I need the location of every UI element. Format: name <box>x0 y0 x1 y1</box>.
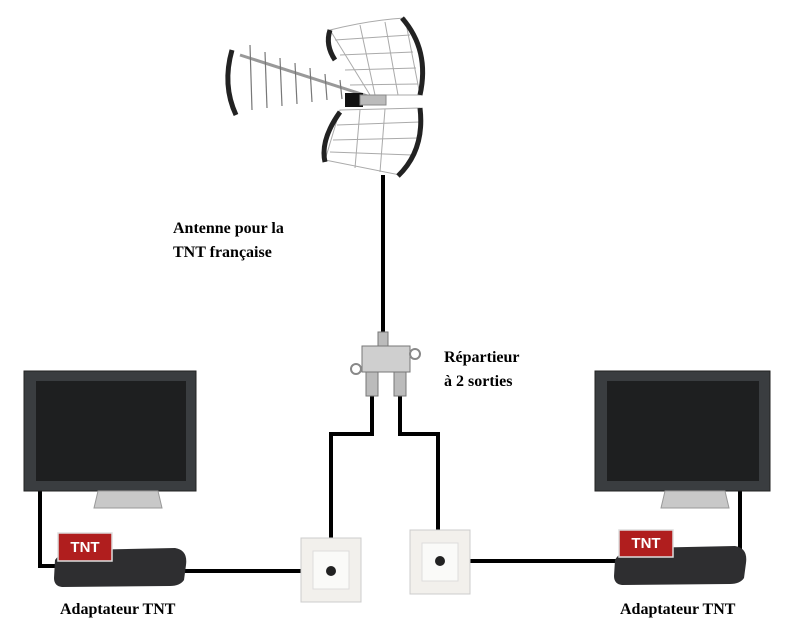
splitter-label-line1: Répartieur <box>444 349 520 366</box>
splitter-icon <box>350 331 421 397</box>
left-adapter-label: Adaptateur TNT <box>60 601 176 618</box>
right-tnt-badge: TNT <box>631 535 660 552</box>
cable-splitter-to-right-plate <box>398 395 440 535</box>
left-tnt-adapter-icon: TNT <box>54 532 187 587</box>
cable-splitter-to-left-plate <box>329 395 374 545</box>
right-wall-socket-icon <box>409 529 471 595</box>
right-tv-icon <box>594 370 771 509</box>
antenna-icon <box>225 16 426 178</box>
antenna-label-line1: Antenne pour la <box>173 220 284 237</box>
right-adapter-label: Adaptateur TNT <box>620 601 736 618</box>
splitter-label-line2: à 2 sorties <box>444 373 512 390</box>
left-tnt-badge: TNT <box>70 539 99 556</box>
antenna-label-line2: TNT française <box>173 244 272 261</box>
left-tv-icon <box>23 370 197 509</box>
right-tnt-adapter-icon: TNT <box>614 529 747 585</box>
cable-left-tv-to-box <box>38 488 56 568</box>
left-wall-socket-icon <box>300 537 362 603</box>
